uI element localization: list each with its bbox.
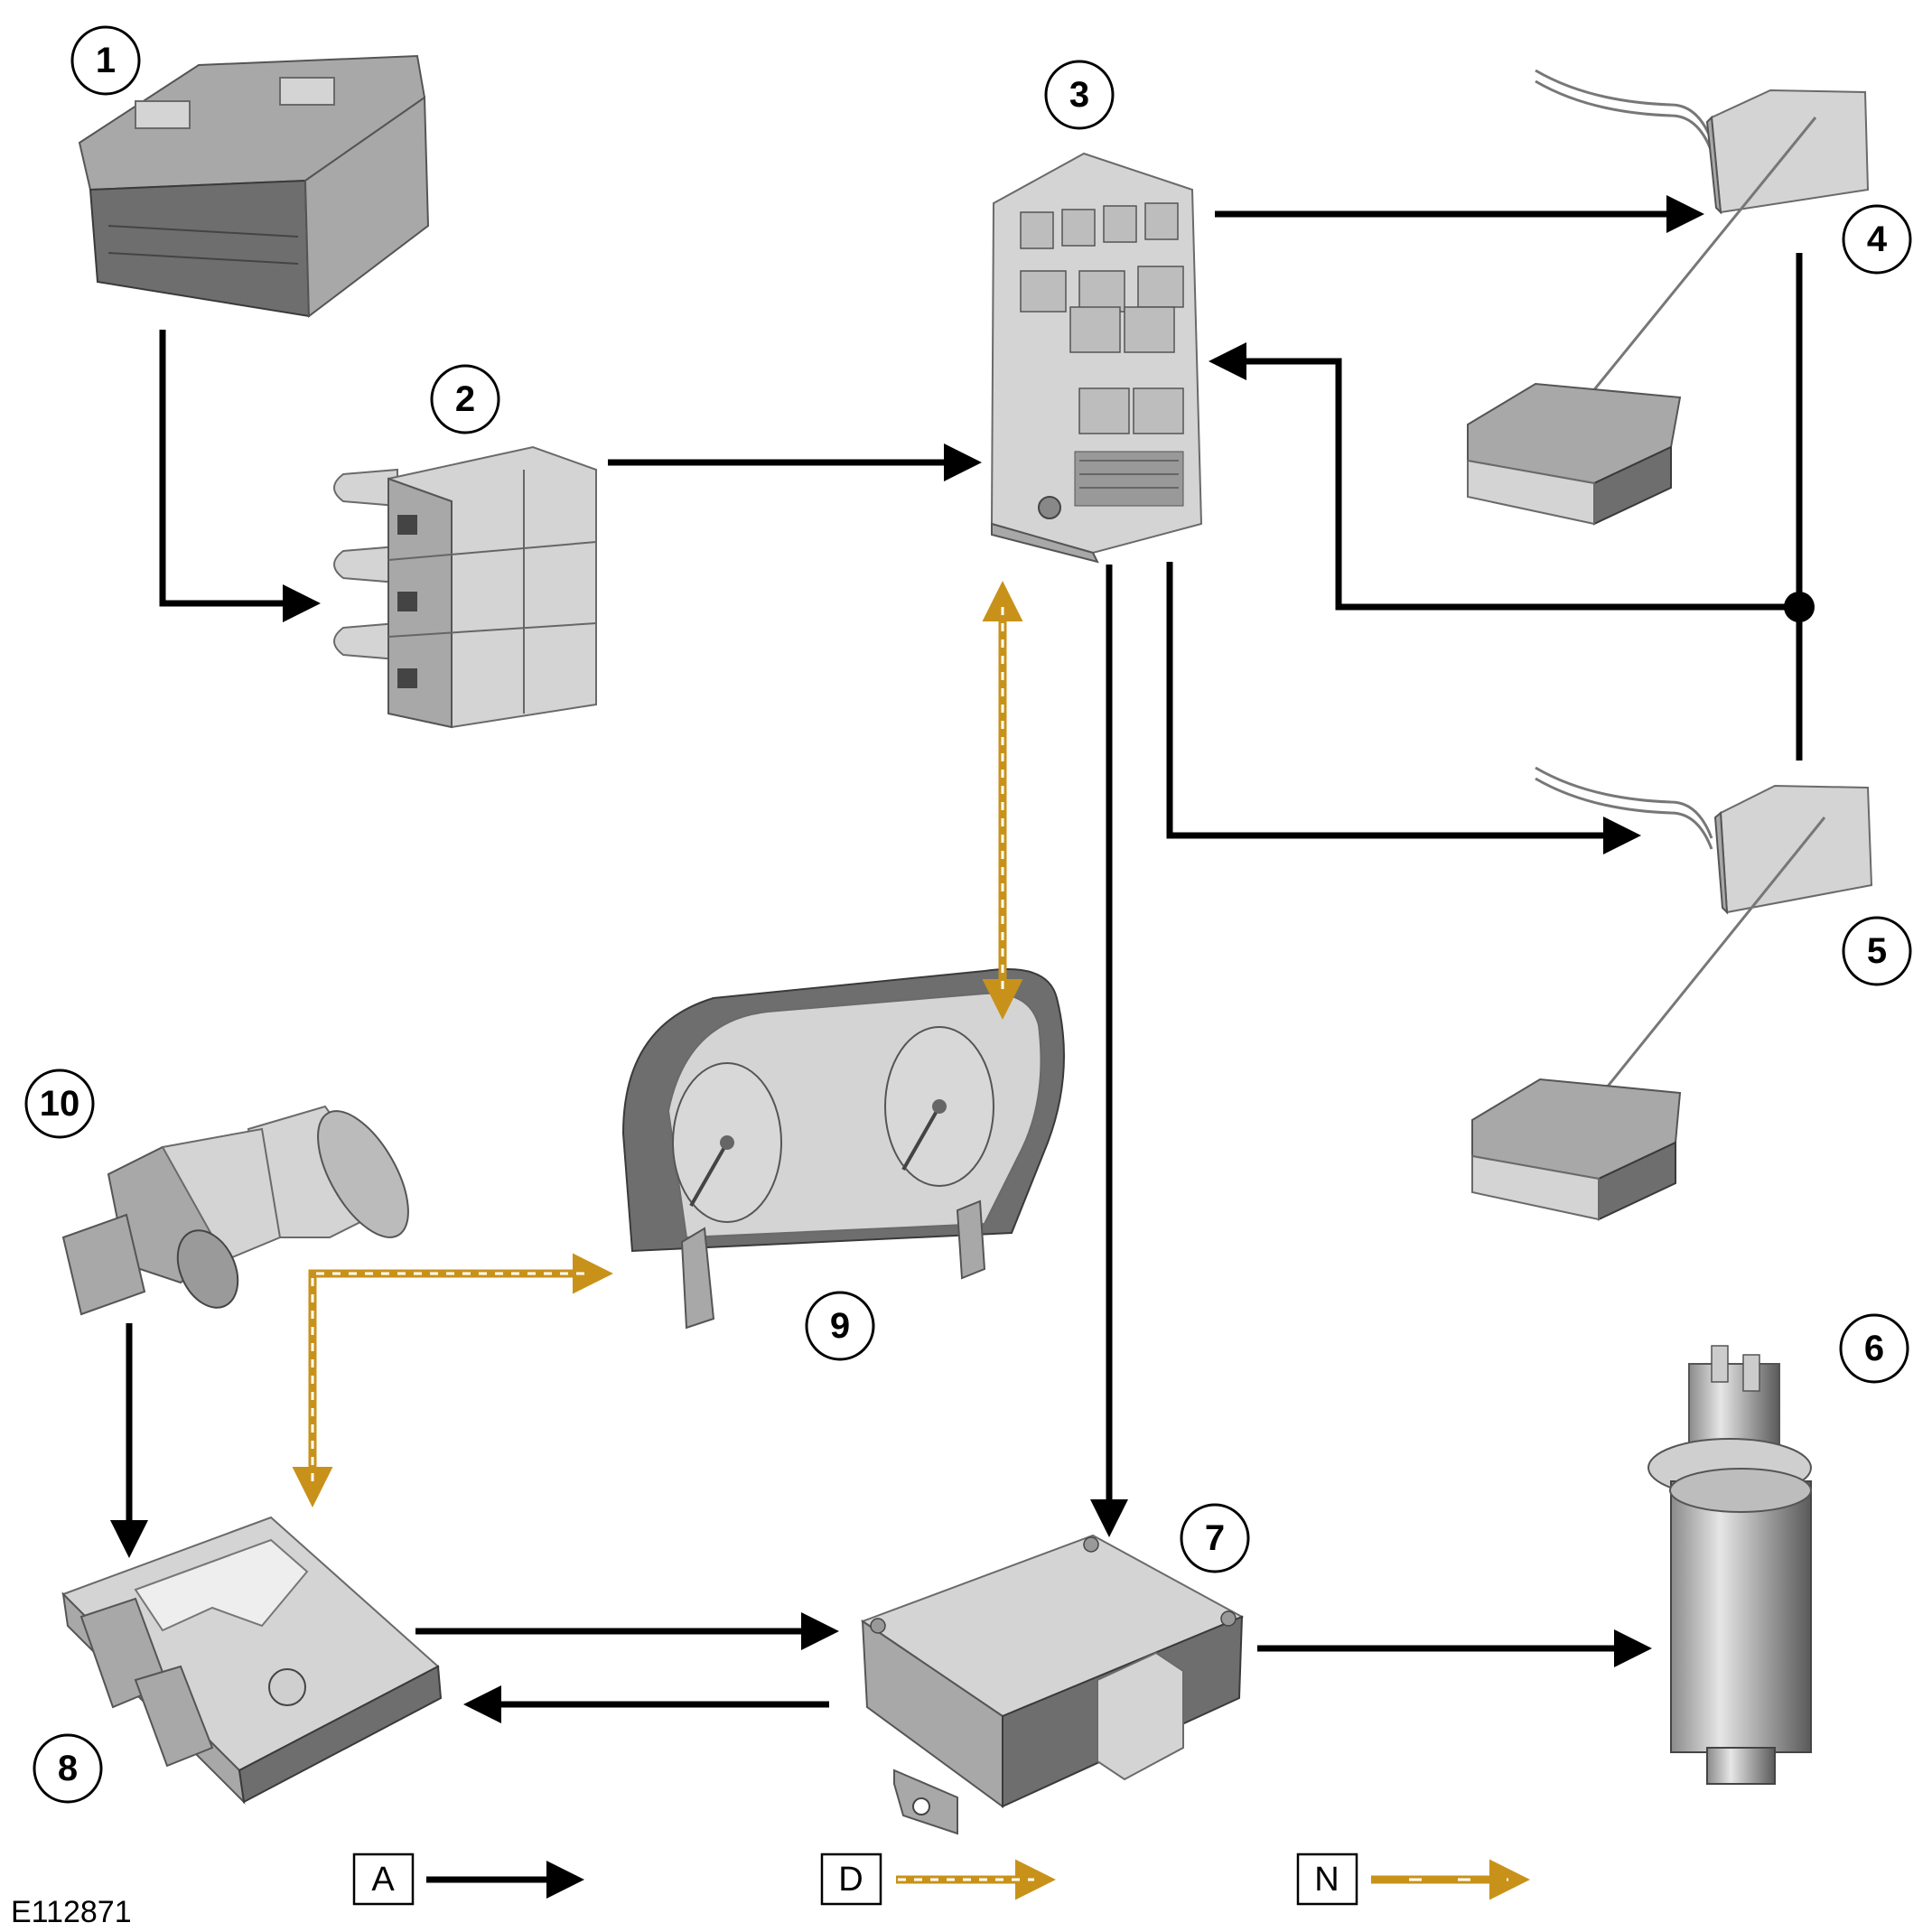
callout-3: 3 bbox=[1044, 60, 1115, 130]
callout-4: 4 bbox=[1842, 204, 1912, 275]
svg-text:9: 9 bbox=[830, 1306, 850, 1346]
callout-6: 6 bbox=[1839, 1313, 1909, 1384]
callout-10: 10 bbox=[24, 1069, 95, 1139]
svg-text:8: 8 bbox=[58, 1749, 78, 1788]
link-8-to-9 bbox=[292, 1253, 613, 1507]
legend-key-d: D bbox=[820, 1853, 882, 1906]
callout-9: 9 bbox=[805, 1291, 875, 1361]
svg-text:4: 4 bbox=[1867, 219, 1888, 259]
svg-text:D: D bbox=[838, 1861, 863, 1899]
fuel-pump-driver-module bbox=[860, 1534, 1245, 1835]
link-3-to-5 bbox=[1166, 562, 1641, 854]
central-junction-box bbox=[990, 152, 1203, 564]
link-junction-to-3 bbox=[1209, 342, 1799, 611]
svg-text:5: 5 bbox=[1867, 931, 1887, 971]
link-1-to-2 bbox=[159, 330, 321, 622]
svg-text:3: 3 bbox=[1069, 75, 1089, 115]
megafuse-block bbox=[333, 445, 597, 729]
svg-text:1: 1 bbox=[96, 41, 116, 80]
callout-8: 8 bbox=[33, 1733, 103, 1804]
svg-text:10: 10 bbox=[40, 1084, 80, 1124]
svg-text:A: A bbox=[371, 1861, 395, 1899]
figure-reference-id: E112871 bbox=[11, 1895, 132, 1929]
fuel-pressure-sensor bbox=[61, 1105, 409, 1316]
legend-key-n: N bbox=[1296, 1853, 1358, 1906]
wire-junction-dot bbox=[1784, 592, 1815, 622]
svg-text:N: N bbox=[1314, 1861, 1339, 1899]
svg-text:6: 6 bbox=[1864, 1329, 1884, 1368]
callout-5: 5 bbox=[1842, 916, 1912, 986]
legend-key-a: A bbox=[352, 1853, 415, 1906]
svg-text:2: 2 bbox=[455, 379, 475, 419]
battery bbox=[78, 54, 430, 318]
fuel-level-sensor-5 bbox=[1471, 766, 1873, 1221]
engine-control-module bbox=[61, 1516, 443, 1805]
fuel-pump bbox=[1647, 1345, 1812, 1785]
instrument-cluster bbox=[621, 968, 1065, 1330]
fuel-level-sensor-4 bbox=[1467, 69, 1870, 526]
svg-text:7: 7 bbox=[1205, 1518, 1225, 1558]
legend: A D N bbox=[352, 1853, 1530, 1906]
callout-1: 1 bbox=[70, 25, 141, 96]
callout-7: 7 bbox=[1180, 1503, 1250, 1573]
callout-2: 2 bbox=[430, 364, 500, 434]
